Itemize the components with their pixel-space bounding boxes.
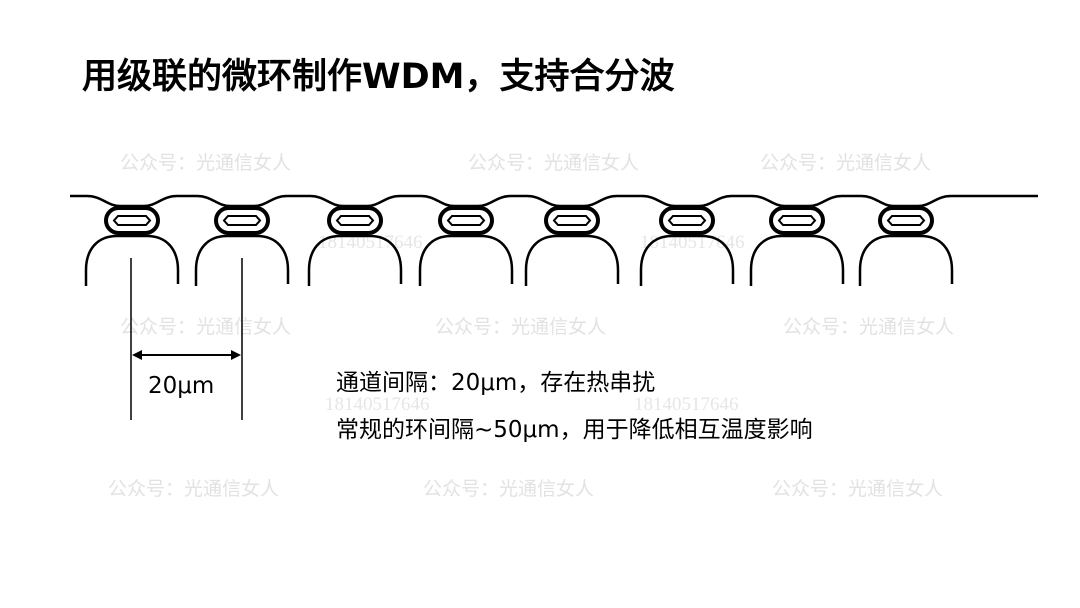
watermark: 公众号：光通信女人 [120,152,292,174]
micro-ring-inner [777,215,817,226]
bus-waveguide [70,194,1038,208]
micro-ring-inner [446,215,486,226]
spacing-label: 20μm [148,373,215,399]
micro-ring [659,206,715,235]
drop-waveguide [858,234,954,286]
micro-ring-inner [112,215,152,226]
drop-waveguide [307,234,403,286]
drop-waveguide [194,234,290,286]
arrowhead-right [231,350,241,360]
watermark: 公众号：光通信女人 [435,316,607,338]
note-line: 通道间隔：20μm，存在热串扰 [336,370,656,396]
micro-ring [544,206,600,235]
drop-waveguide [418,234,514,286]
note-line: 常规的环间隔~50μm，用于降低相互温度影响 [336,417,813,443]
watermark: 公众号：光通信女人 [108,478,280,500]
drop-waveguide [524,234,620,286]
drop-waveguide [749,234,845,286]
micro-ring-inner [552,215,592,226]
watermark: 公众号：光通信女人 [783,316,955,338]
micro-ring [327,206,383,235]
slide-title: 用级联的微环制作WDM，支持合分波 [82,57,675,97]
micro-ring-inner [886,215,926,226]
watermark: 公众号：光通信女人 [760,152,932,174]
micro-ring [878,206,934,235]
watermark-number: 18140517646 [634,394,739,415]
drop-waveguide [84,234,180,286]
arrowhead-left [132,350,142,360]
micro-ring-inner [222,215,262,226]
watermark: 公众号：光通信女人 [772,478,944,500]
micro-ring [104,206,160,235]
watermark-number: 18140517646 [325,394,430,415]
watermark: 公众号：光通信女人 [423,478,595,500]
micro-ring-inner [335,215,375,226]
micro-ring [438,206,494,235]
watermark: 公众号：光通信女人 [468,152,640,174]
micro-ring-inner [667,215,707,226]
micro-ring [769,206,825,235]
micro-ring [214,206,270,235]
drop-waveguide [639,234,735,286]
watermark: 公众号：光通信女人 [120,316,292,338]
